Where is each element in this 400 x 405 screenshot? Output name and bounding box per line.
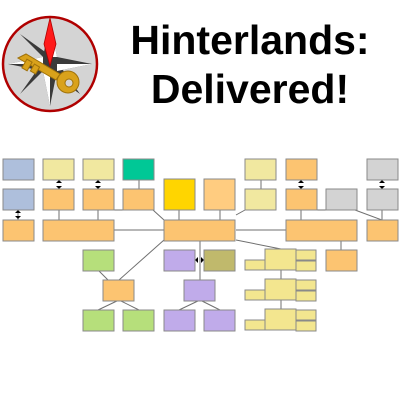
node-teal	[122, 158, 155, 181]
node-purple-hub	[183, 279, 216, 302]
star-light-facet-3	[43, 71, 50, 106]
node-blue-middle	[2, 188, 35, 211]
node-cream-side-1	[244, 259, 266, 271]
node-orange-left	[2, 219, 35, 242]
node-orange-wide-center	[163, 219, 236, 242]
node-cream-tab-4	[295, 290, 317, 302]
node-cream-tab-5	[295, 309, 317, 321]
logo	[0, 14, 100, 114]
page-title: Hinterlands: Delivered!	[112, 16, 388, 114]
flowchart-diagram	[0, 150, 400, 400]
node-orange-9	[366, 219, 399, 242]
flowchart-svg	[2, 158, 399, 332]
node-yellow-3	[82, 158, 115, 181]
node-green-bottom-2	[122, 309, 155, 332]
node-yellow-6	[244, 158, 277, 181]
node-green-bottom-1	[82, 309, 115, 332]
compass-rose-key-icon	[1, 15, 99, 113]
node-purple-bottom-2	[203, 309, 236, 332]
node-orange-8-low	[325, 249, 358, 272]
node-orange-wide-left	[42, 219, 115, 242]
node-cream-3	[264, 308, 297, 331]
node-purple-bottom-1	[163, 309, 196, 332]
node-orange-wide-right	[285, 219, 358, 242]
key-hole	[64, 78, 74, 88]
star-light-facet-2	[57, 64, 92, 71]
node-cream-tab-6	[295, 320, 317, 332]
node-yellow-2	[42, 158, 75, 181]
node-cream-side-3	[244, 319, 266, 331]
compass-needle	[43, 17, 57, 68]
node-light-orange	[203, 178, 236, 211]
node-orange-2	[42, 188, 75, 211]
node-cream-tab-1	[295, 249, 317, 261]
node-orange-7b	[285, 188, 318, 211]
node-cream-2	[264, 278, 297, 301]
node-orange-hub-left	[102, 279, 135, 302]
node-purple-top	[163, 249, 196, 272]
node-cream-tab-3	[295, 279, 317, 291]
node-blue-top	[2, 158, 35, 181]
node-gold	[163, 178, 196, 211]
title-line-2: Delivered!	[150, 66, 350, 112]
node-orange-7	[285, 158, 318, 181]
node-orange-4	[122, 188, 155, 211]
node-gray-9-top	[366, 158, 399, 181]
node-olive	[203, 249, 236, 272]
node-green-top	[82, 249, 115, 272]
node-cream-tab-2	[295, 260, 317, 272]
node-yellow-6b	[244, 188, 277, 211]
node-orange-3	[82, 188, 115, 211]
node-gray-9	[366, 188, 399, 211]
node-cream-1	[264, 248, 297, 271]
title-line-1: Hinterlands:	[130, 17, 370, 63]
node-gray-8	[325, 188, 358, 211]
node-cream-side-2	[244, 289, 266, 301]
connector-lines	[17, 180, 383, 311]
